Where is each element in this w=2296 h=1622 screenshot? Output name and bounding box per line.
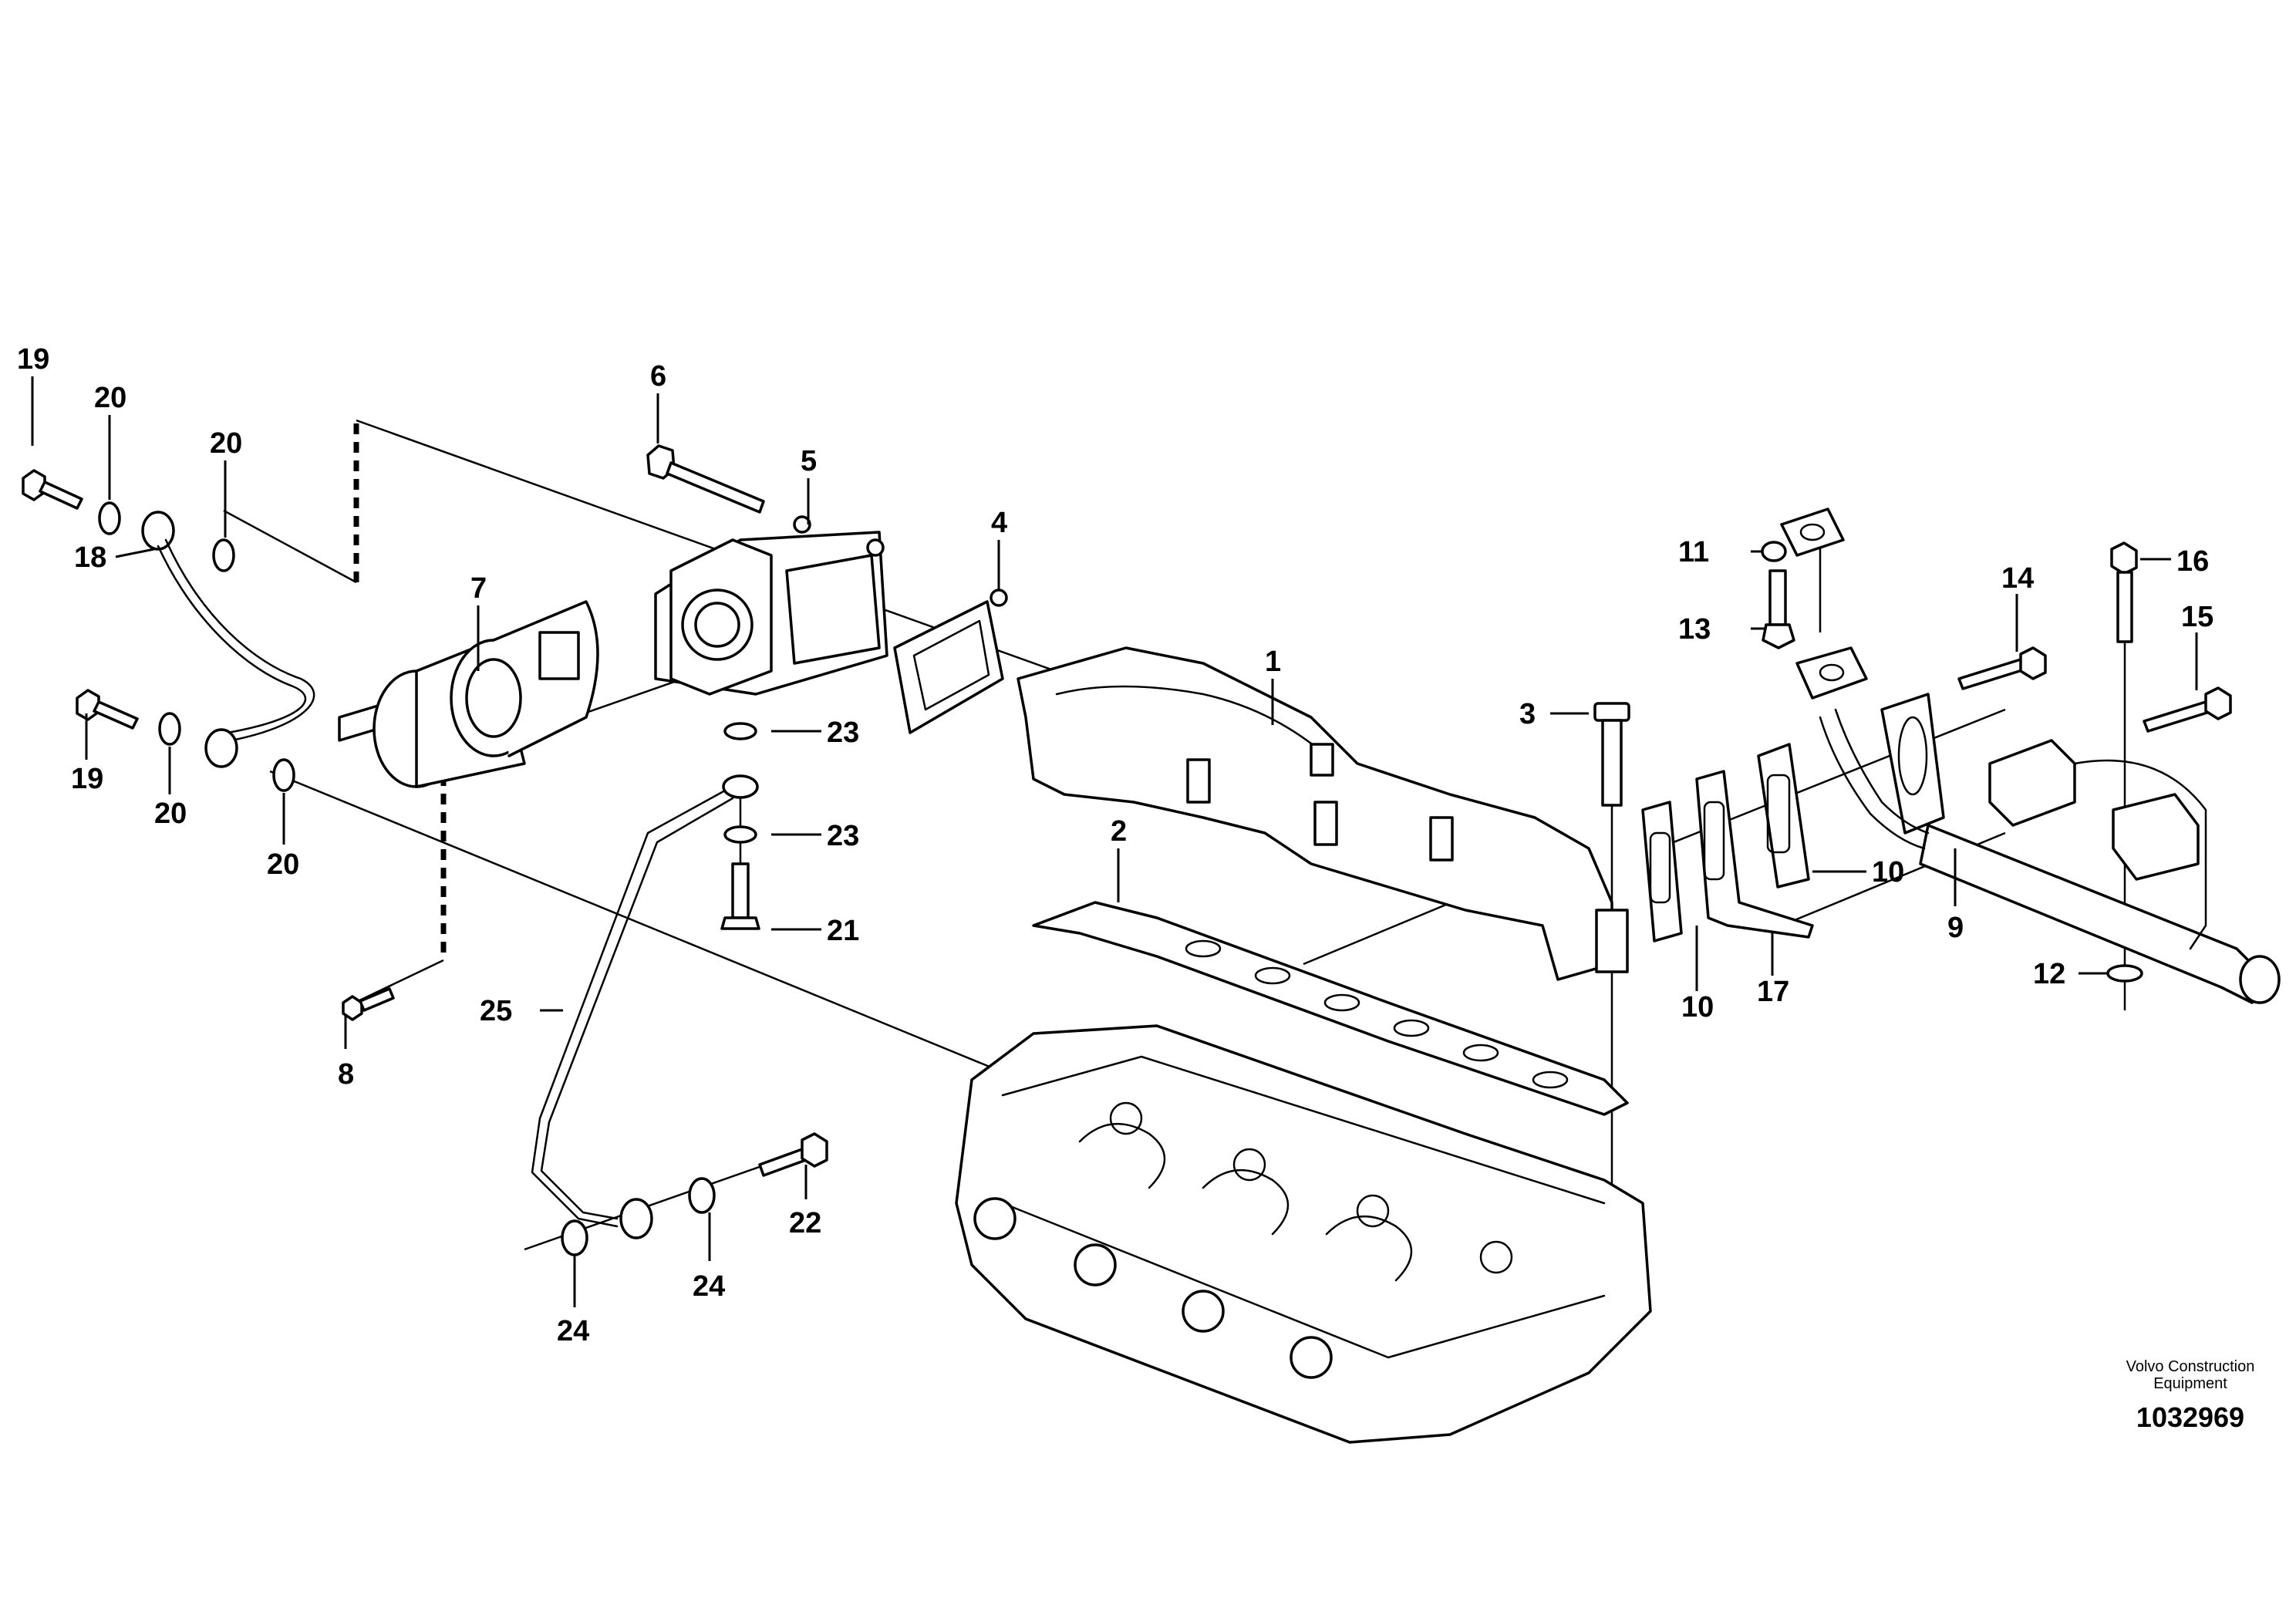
egr-valve-7	[338, 600, 599, 788]
credit-line-1: Volvo Construction	[2126, 1358, 2255, 1375]
bolt-19-bottom	[76, 689, 139, 730]
leader-lines	[31, 376, 2198, 1307]
credit-block: Volvo Construction Equipment 1032969	[2126, 1358, 2255, 1433]
callout-14: 14	[2001, 562, 2034, 595]
callout-12: 12	[2033, 958, 2065, 990]
bolt-16	[2110, 541, 2138, 643]
callout-15: 15	[2181, 601, 2213, 633]
callout-18: 18	[74, 541, 106, 574]
credit-line-2: Equipment	[2153, 1375, 2227, 1392]
bolt-19-top	[22, 469, 83, 510]
callout-20-bottom-left: 20	[154, 798, 187, 830]
bolt-14	[1957, 646, 2047, 690]
bolt-8	[342, 987, 395, 1021]
manifold-gasket-2	[1032, 901, 1629, 1116]
washer-11	[1761, 541, 1787, 562]
callout-13: 13	[1678, 613, 1711, 646]
washer-24-right	[688, 1177, 716, 1214]
callout-3: 3	[1519, 698, 1536, 730]
callout-7: 7	[470, 572, 487, 605]
callout-numbers: 19 20 20 18 19 20 20 7 6 5 4 1 3 2 23 23…	[17, 343, 2213, 1347]
callout-21: 21	[827, 915, 859, 947]
egr-bracket	[1988, 739, 2207, 950]
bolt-22	[758, 1132, 828, 1177]
washer-20-bottom-left	[158, 712, 181, 746]
bolt-15	[2143, 686, 2232, 733]
cylinder-head	[955, 1024, 1652, 1444]
callout-1: 1	[1265, 646, 1281, 678]
washer-20-top-right	[212, 538, 235, 572]
callout-11: 11	[1678, 536, 1709, 568]
callout-19-top: 19	[17, 343, 49, 376]
callout-20-top-right: 20	[210, 427, 242, 460]
callout-16: 16	[2176, 545, 2209, 578]
egr-flange-upper	[1780, 508, 1868, 700]
document-number: 1032969	[2136, 1401, 2244, 1433]
callout-19-bottom: 19	[71, 763, 103, 795]
callout-24-right: 24	[693, 1270, 725, 1303]
callout-23-upper: 23	[827, 717, 859, 749]
callout-4: 4	[991, 507, 1007, 539]
gasket-4	[893, 588, 1008, 734]
bolt-3	[1593, 702, 1630, 807]
tube-25	[531, 789, 734, 1239]
callout-17: 17	[1757, 976, 1789, 1008]
gasket-10-left	[1641, 801, 1683, 943]
callout-25: 25	[480, 995, 512, 1027]
callout-24-left: 24	[557, 1315, 589, 1347]
tube-18	[141, 511, 315, 768]
callout-20-bottom-right: 20	[267, 848, 299, 881]
washer-23-lower	[723, 825, 757, 844]
banjo-fitting-25-top	[722, 774, 759, 799]
washer-20-top-left	[98, 501, 121, 535]
washer-23-upper	[723, 722, 757, 740]
callout-5: 5	[801, 445, 817, 477]
washer-20-bottom-right	[272, 758, 295, 792]
washer-24-left	[561, 1219, 588, 1256]
callout-10-right: 10	[1872, 856, 1904, 889]
intake-housing-5	[654, 515, 888, 696]
callout-6: 6	[650, 360, 666, 393]
gasket-10-right	[1757, 743, 1810, 889]
callout-23-lower: 23	[827, 820, 859, 852]
callout-9: 9	[1947, 912, 1964, 944]
callout-22: 22	[789, 1207, 821, 1239]
callout-8: 8	[338, 1058, 354, 1091]
bolt-21	[720, 862, 760, 930]
egr-pipe-9	[1819, 693, 2281, 1004]
gasket-17	[1695, 770, 1814, 939]
callout-20-top-left: 20	[94, 382, 126, 414]
callout-2: 2	[1111, 815, 1127, 848]
callout-10-left: 10	[1681, 991, 1714, 1023]
bolt-13	[1762, 569, 1795, 649]
bolt-6	[646, 444, 765, 514]
intake-manifold-1	[1017, 646, 1629, 981]
washer-12	[2106, 964, 2143, 983]
